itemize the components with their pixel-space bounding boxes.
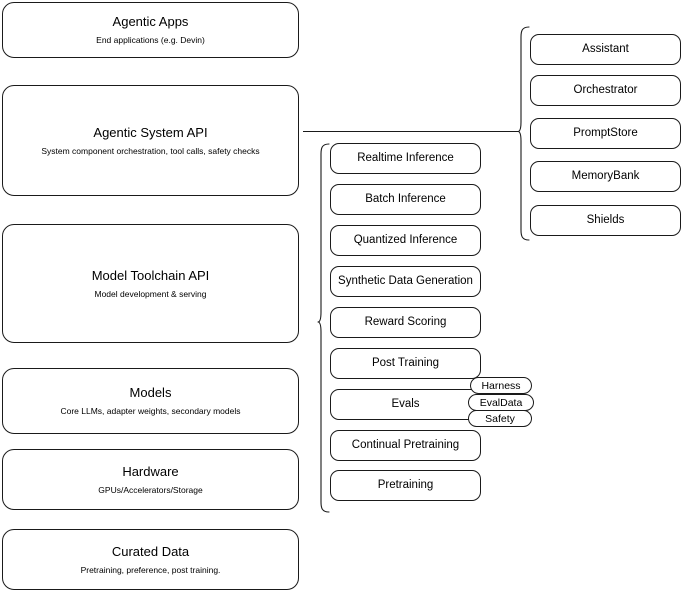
layer-title: Agentic System API xyxy=(93,124,208,140)
layer-box-agentic-apps[interactable]: Agentic Apps End applications (e.g. Devi… xyxy=(2,2,299,58)
layer-title: Curated Data xyxy=(111,543,190,559)
capability-box-pretraining[interactable]: Pretraining xyxy=(330,470,481,501)
capability-label: Batch Inference xyxy=(365,193,446,206)
brace-toolchain-capabilities xyxy=(317,143,330,513)
capability-box-post-training[interactable]: Post Training xyxy=(330,348,481,379)
capability-box-quantized-inference[interactable]: Quantized Inference xyxy=(330,225,481,256)
capability-label: Pretraining xyxy=(377,479,434,492)
layer-title: Models xyxy=(129,385,172,401)
capability-label: Evals xyxy=(391,398,420,411)
capability-box-continual-pretraining[interactable]: Continual Pretraining xyxy=(330,430,481,461)
system-component-box-promptstore[interactable]: PromptStore xyxy=(530,118,681,149)
layer-title: Agentic Apps xyxy=(112,14,189,30)
layer-title: Model Toolchain API xyxy=(91,267,210,283)
evals-subcomponent-label: Safety xyxy=(485,412,515,425)
evals-subcomponent-evaldata[interactable]: EvalData xyxy=(468,394,534,411)
system-component-box-assistant[interactable]: Assistant xyxy=(530,34,681,65)
layer-subtitle: Model development & serving xyxy=(94,288,207,299)
capability-box-batch-inference[interactable]: Batch Inference xyxy=(330,184,481,215)
system-component-label: MemoryBank xyxy=(571,170,640,183)
layer-subtitle: Core LLMs, adapter weights, secondary mo… xyxy=(60,406,241,417)
brace-system-components xyxy=(517,26,530,241)
system-component-box-orchestrator[interactable]: Orchestrator xyxy=(530,75,681,106)
layer-subtitle: System component orchestration, tool cal… xyxy=(41,145,260,156)
layer-subtitle: Pretraining, preference, post training. xyxy=(80,564,221,575)
evals-subcomponent-label: Harness xyxy=(481,379,521,392)
capability-label: Quantized Inference xyxy=(353,234,458,247)
layer-box-models[interactable]: Models Core LLMs, adapter weights, secon… xyxy=(2,368,299,434)
system-component-box-memorybank[interactable]: MemoryBank xyxy=(530,161,681,192)
evals-subcomponent-label: EvalData xyxy=(479,396,523,409)
capability-label: Continual Pretraining xyxy=(351,439,460,452)
system-component-label: PromptStore xyxy=(573,127,638,140)
system-component-label: Orchestrator xyxy=(573,84,638,97)
system-component-label: Shields xyxy=(586,214,625,227)
layer-title: Hardware xyxy=(122,463,179,479)
layer-subtitle: GPUs/Accelerators/Storage xyxy=(98,484,203,495)
layer-box-model-toolchain-api[interactable]: Model Toolchain API Model development & … xyxy=(2,224,299,343)
capability-box-evals[interactable]: Evals xyxy=(330,389,481,420)
layer-subtitle: End applications (e.g. Devin) xyxy=(96,35,205,46)
evals-subcomponent-safety[interactable]: Safety xyxy=(468,410,532,427)
system-component-box-shields[interactable]: Shields xyxy=(530,205,681,236)
evals-subcomponent-harness[interactable]: Harness xyxy=(470,377,532,394)
capability-label: Post Training xyxy=(371,357,440,370)
capability-box-reward-scoring[interactable]: Reward Scoring xyxy=(330,307,481,338)
capability-label: Reward Scoring xyxy=(364,316,447,329)
layer-box-hardware[interactable]: Hardware GPUs/Accelerators/Storage xyxy=(2,449,299,510)
capability-label: Synthetic Data Generation xyxy=(338,275,473,288)
layer-box-agentic-system-api[interactable]: Agentic System API System component orch… xyxy=(2,85,299,196)
capability-label: Realtime Inference xyxy=(357,152,454,165)
system-component-label: Assistant xyxy=(582,43,629,56)
capability-box-realtime-inference[interactable]: Realtime Inference xyxy=(330,143,481,174)
layer-box-curated-data[interactable]: Curated Data Pretraining, preference, po… xyxy=(2,529,299,590)
capability-box-synthetic-data-generation[interactable]: Synthetic Data Generation xyxy=(330,266,481,297)
